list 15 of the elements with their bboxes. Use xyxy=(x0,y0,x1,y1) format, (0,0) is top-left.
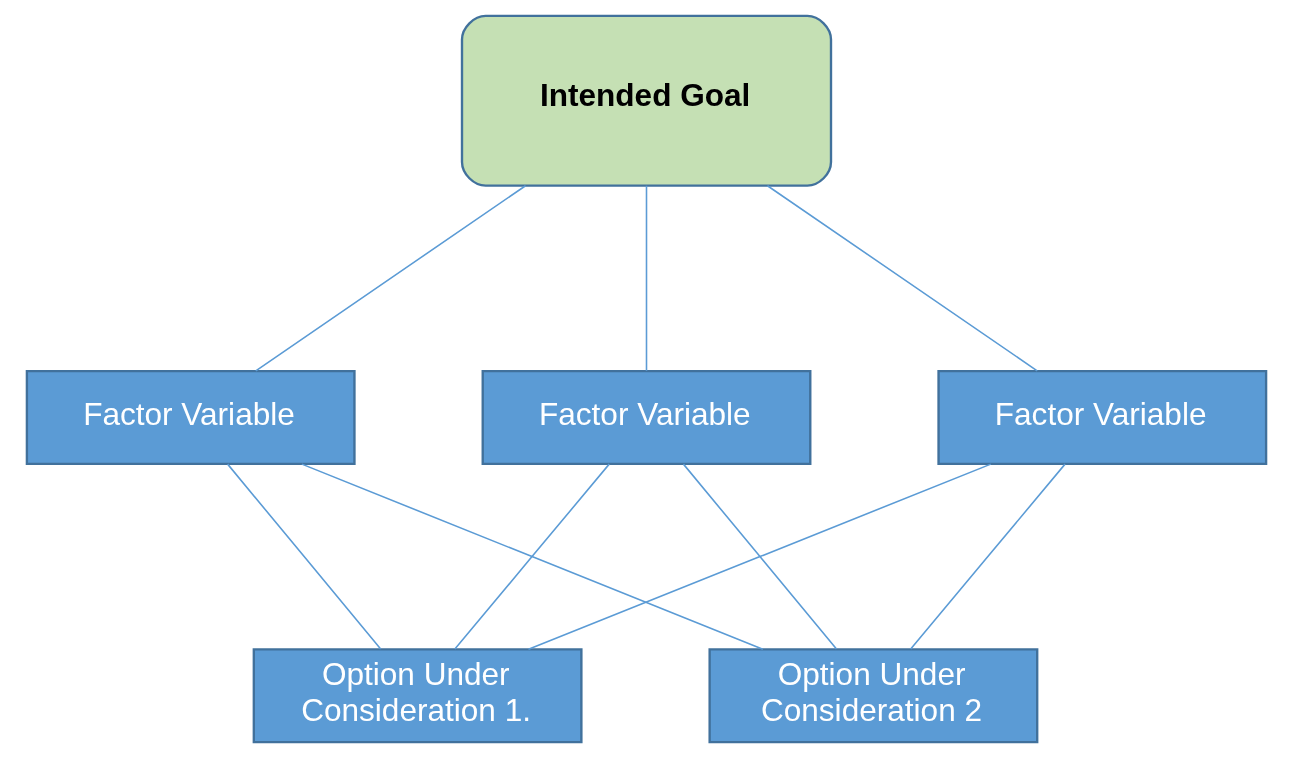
connector xyxy=(254,184,526,372)
node-box: Option Under Consideration 2 xyxy=(707,648,1038,744)
connector xyxy=(453,463,610,650)
node-box: Option Under Consideration 1. xyxy=(252,648,583,744)
connector xyxy=(766,184,1038,372)
node-box: Intended Goal xyxy=(460,14,832,187)
connector xyxy=(682,463,837,650)
node-box: Factor Variable xyxy=(936,369,1267,466)
node-box: Factor Variable xyxy=(25,369,356,466)
connector xyxy=(645,184,647,372)
connector xyxy=(527,463,992,651)
connector xyxy=(226,463,381,650)
connector xyxy=(909,463,1066,650)
node-box: Factor Variable xyxy=(481,369,811,466)
connector xyxy=(300,463,764,651)
